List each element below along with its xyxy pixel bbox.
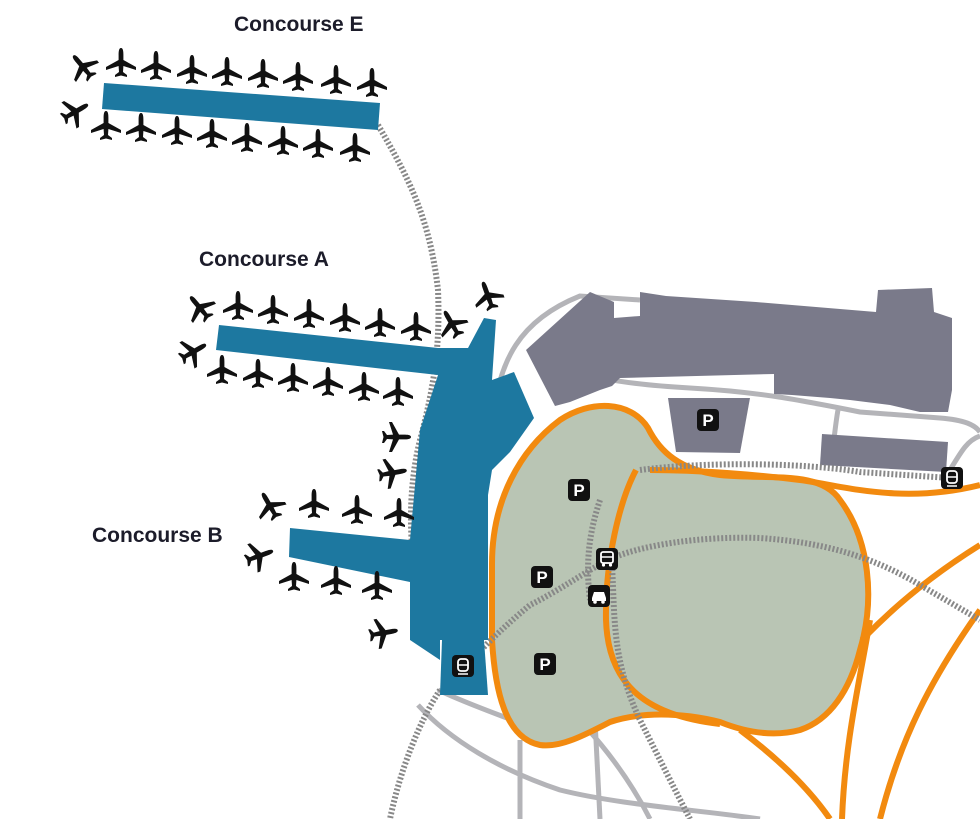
- concourse-e-label: Concourse E: [234, 13, 364, 36]
- airplane-icon: [330, 303, 360, 332]
- airplane-icon: [357, 68, 387, 97]
- airplane-icon: [294, 299, 324, 328]
- airplane-icon: [401, 312, 431, 341]
- airplane-icon: [349, 372, 379, 401]
- concourse-a-label: Concourse A: [199, 248, 329, 271]
- airplane-icon: [340, 133, 370, 162]
- airplane-icon: [342, 495, 372, 524]
- airplane-icon: [279, 562, 309, 591]
- airplane-icon: [366, 615, 401, 651]
- airplane-icon: [178, 286, 221, 329]
- airplane-icon: [61, 45, 104, 88]
- airplane-icon: [299, 489, 329, 518]
- bus-icon[interactable]: [596, 548, 618, 570]
- airplane-icon: [207, 355, 237, 384]
- airplane-icon: [249, 485, 290, 526]
- airplane-icon: [126, 113, 156, 142]
- airplane-icon: [303, 129, 333, 158]
- airplane-icon: [268, 126, 298, 155]
- airplane-icon: [177, 55, 207, 84]
- airplane-icon: [223, 291, 253, 320]
- airplane-icon: [212, 57, 242, 86]
- airplane-icon: [321, 566, 351, 595]
- airplane-icon: [258, 295, 288, 324]
- airplane-icon: [91, 111, 121, 140]
- airplane-icon: [365, 308, 395, 337]
- airplane-icon: [382, 422, 411, 452]
- airplane-icon: [283, 62, 313, 91]
- concourse-e-building: [102, 83, 380, 130]
- parking-symbol: P: [536, 568, 547, 587]
- airplane-icon: [240, 536, 279, 575]
- airplane-icon: [243, 359, 273, 388]
- airplane-icon: [55, 91, 96, 132]
- parking-icon[interactable]: P: [534, 653, 556, 675]
- train-icon[interactable]: [941, 467, 963, 489]
- parking-symbol: P: [702, 411, 713, 430]
- parking-symbol: P: [573, 481, 584, 500]
- airplane-icon: [383, 377, 413, 406]
- parking-icon[interactable]: P: [531, 566, 553, 588]
- airplane-icon: [197, 119, 227, 148]
- taxi-icon[interactable]: [588, 585, 610, 607]
- airplane-icon: [278, 363, 308, 392]
- airplane-icon: [141, 51, 171, 80]
- parking-icon[interactable]: P: [568, 479, 590, 501]
- airplane-icon: [248, 59, 278, 88]
- airplane-icon: [162, 116, 192, 145]
- train-icon[interactable]: [452, 655, 474, 677]
- airplane-icon: [313, 367, 343, 396]
- airplane-icon: [173, 331, 214, 372]
- airplane-icon: [232, 123, 262, 152]
- airplane-icon: [468, 276, 507, 315]
- concourse-a-building: [216, 318, 534, 660]
- parking-symbol: P: [539, 655, 550, 674]
- concourses: [102, 83, 534, 695]
- airplane-icon: [106, 48, 136, 77]
- concourse-b-label: Concourse B: [92, 524, 223, 547]
- parking-icon[interactable]: P: [697, 409, 719, 431]
- airplane-icon: [375, 455, 410, 491]
- airplane-icon: [321, 65, 351, 94]
